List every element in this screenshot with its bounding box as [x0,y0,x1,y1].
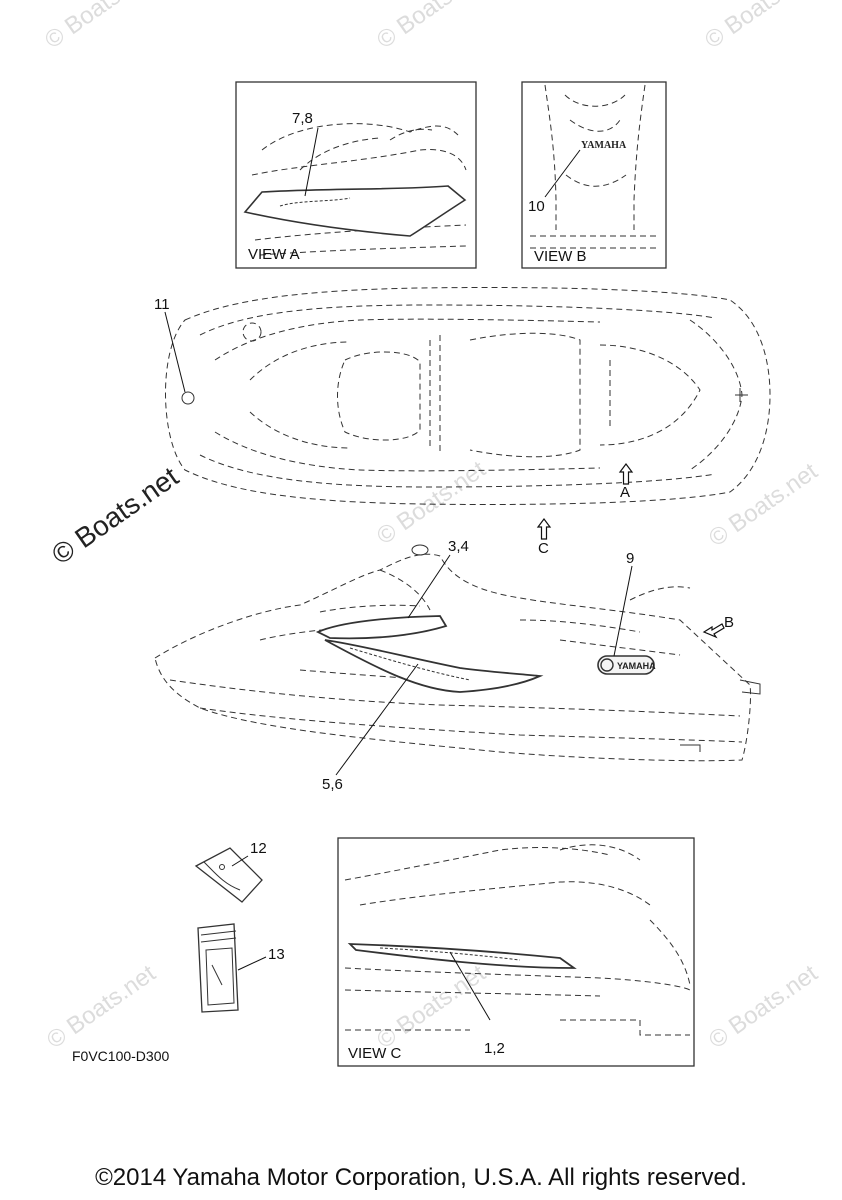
callout-9: 9 [626,550,635,567]
callout-10: 10 [528,198,545,215]
arrow-c-icon [536,518,552,540]
view-a-frame [235,81,477,269]
callout-13: 13 [268,946,285,963]
arrow-a-icon [618,463,634,485]
view-b-frame [521,81,667,269]
arrow-a-label: A [620,484,631,501]
copyright: ©2014 Yamaha Motor Corporation, U.S.A. A… [95,1164,747,1191]
part-12-pouch [194,847,263,903]
view-b-logo: YAMAHA [581,140,627,151]
part-13-card [197,923,239,1013]
jetski-top-outline [165,287,771,505]
badge-9 [597,655,655,675]
callout-1-2: 1,2 [484,1040,505,1057]
callout-5-6: 5,6 [322,776,343,793]
badge-text: YAMAHA [617,661,656,671]
decal-7-8 [243,185,467,237]
arrow-b-label: B [724,614,735,631]
decal-1-2 [347,943,577,969]
decal-5-6 [324,639,544,693]
jetski-side-outline [154,553,751,762]
callout-12: 12 [250,840,267,857]
decal-3-4 [315,615,448,640]
view-b-label: VIEW B [534,248,587,265]
callout-7-8: 7,8 [292,110,313,127]
callout-3-4: 3,4 [448,538,469,555]
view-c-frame [337,837,695,1067]
arrow-b-icon [702,623,725,639]
view-a-label: VIEW A [248,246,300,263]
view-c-label: VIEW C [348,1045,402,1062]
diagram-code: F0VC100-D300 [72,1048,170,1064]
callout-11: 11 [154,296,170,313]
arrow-c-label: C [538,540,549,557]
